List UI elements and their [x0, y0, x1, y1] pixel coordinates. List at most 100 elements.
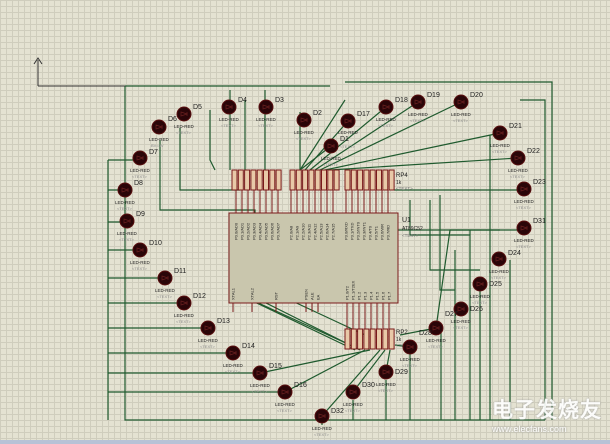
chip-pin-label: P3.7/RD [386, 225, 391, 240]
led-icon [132, 242, 148, 258]
led-text: <TEXT> [402, 363, 418, 368]
chip-pin-label: P1.0/T2 [345, 285, 350, 300]
led-part: LED-RED [219, 117, 240, 122]
watermark: 电子发烧友 www.elecfans.com [492, 394, 602, 434]
resistor [382, 328, 389, 350]
resistor [295, 169, 302, 191]
led-ref: D2 [313, 110, 322, 117]
led-ref: D1 [340, 136, 349, 143]
wire [259, 349, 371, 374]
chip-pin-label: P2.1/A9 [295, 225, 300, 240]
chip-text: <TEXT> [402, 233, 419, 238]
led-icon [378, 364, 394, 380]
led-text: <TEXT> [492, 149, 508, 154]
wire [179, 128, 240, 191]
resistor [308, 169, 315, 191]
resistor [344, 328, 351, 350]
led-text: <TEXT> [225, 369, 241, 374]
led-icon [402, 339, 418, 355]
resistor-text: <TEXT> [396, 186, 413, 191]
led-ref: D4 [238, 97, 247, 104]
led-text: <TEXT> [314, 432, 330, 437]
led-ref: D30 [362, 382, 375, 389]
led-icon [314, 408, 330, 424]
led-icon [200, 320, 216, 336]
led-part: LED-RED [149, 137, 170, 142]
led-text: BV=4V [151, 143, 164, 148]
resistor [388, 328, 395, 350]
watermark-url: www.elecfans.com [492, 424, 567, 434]
resistor [237, 169, 244, 191]
led-text: <TEXT> [410, 118, 426, 123]
led-icon [516, 220, 532, 236]
led-icon [176, 295, 192, 311]
chip-pin-label: P0.1/AD1 [240, 222, 245, 240]
diode-symbol-icon [121, 187, 130, 193]
diode-symbol-icon [414, 99, 423, 105]
led-part: LED-RED [117, 231, 138, 236]
resistor [275, 169, 282, 191]
diode-symbol-icon [406, 344, 415, 350]
chip-pin-label: P3.4/T0 [368, 225, 373, 240]
led-part: LED-RED [321, 156, 342, 161]
led-text: <TEXT> [516, 244, 532, 249]
chip-pin-label: P3.0/RXD [344, 222, 349, 240]
diode-symbol-icon [344, 118, 353, 124]
wire [329, 157, 519, 171]
led-icon [491, 251, 507, 267]
chip-pin-label: P2.3/A11 [307, 223, 312, 240]
diode-symbol-icon [496, 130, 505, 136]
led-icon [510, 150, 526, 166]
resistor-value: 1k [396, 337, 402, 343]
led-ref: D16 [294, 382, 307, 389]
led-part: LED-RED [130, 260, 151, 265]
chip-pin-label: EA [316, 294, 321, 300]
led-part: LED-RED [312, 426, 333, 431]
chip-part: AT89C52 [402, 226, 423, 232]
led-icon [225, 345, 241, 361]
wire [321, 349, 381, 417]
resistor [327, 169, 334, 191]
led-text: <TEXT> [428, 344, 444, 349]
diode-symbol-icon [136, 247, 145, 253]
led-text: <TEXT> [252, 389, 268, 394]
led-ref: D10 [149, 240, 162, 247]
diode-symbol-icon [457, 306, 466, 312]
led-part: LED-RED [451, 319, 472, 324]
led-part: LED-RED [514, 199, 535, 204]
chip-pin-label: XTAL1 [231, 287, 236, 300]
led-ref: D9 [136, 211, 145, 218]
resistor [256, 169, 263, 191]
wire [399, 229, 500, 336]
wire [159, 140, 256, 213]
resistor [244, 169, 251, 191]
resistor [363, 328, 370, 350]
led-text: <TEXT> [378, 123, 394, 128]
resistor [350, 328, 357, 350]
diode-symbol-icon [300, 117, 309, 123]
arrow-icon [33, 57, 43, 65]
led-part: LED-RED [489, 269, 510, 274]
chip-pin-label: P1.5 [375, 291, 380, 300]
led-ref: D19 [427, 92, 440, 99]
led-text: <TEXT> [453, 118, 469, 123]
chip-pin-label: P3.3/INT1 [362, 221, 367, 240]
chip-pin-label: ALE [310, 292, 315, 300]
diode-symbol-icon [229, 350, 238, 356]
wire [319, 101, 462, 171]
wire [239, 294, 356, 351]
led-ref: D31 [533, 218, 546, 225]
led-ref: D24 [508, 250, 521, 257]
power-terminal[interactable] [33, 57, 125, 87]
